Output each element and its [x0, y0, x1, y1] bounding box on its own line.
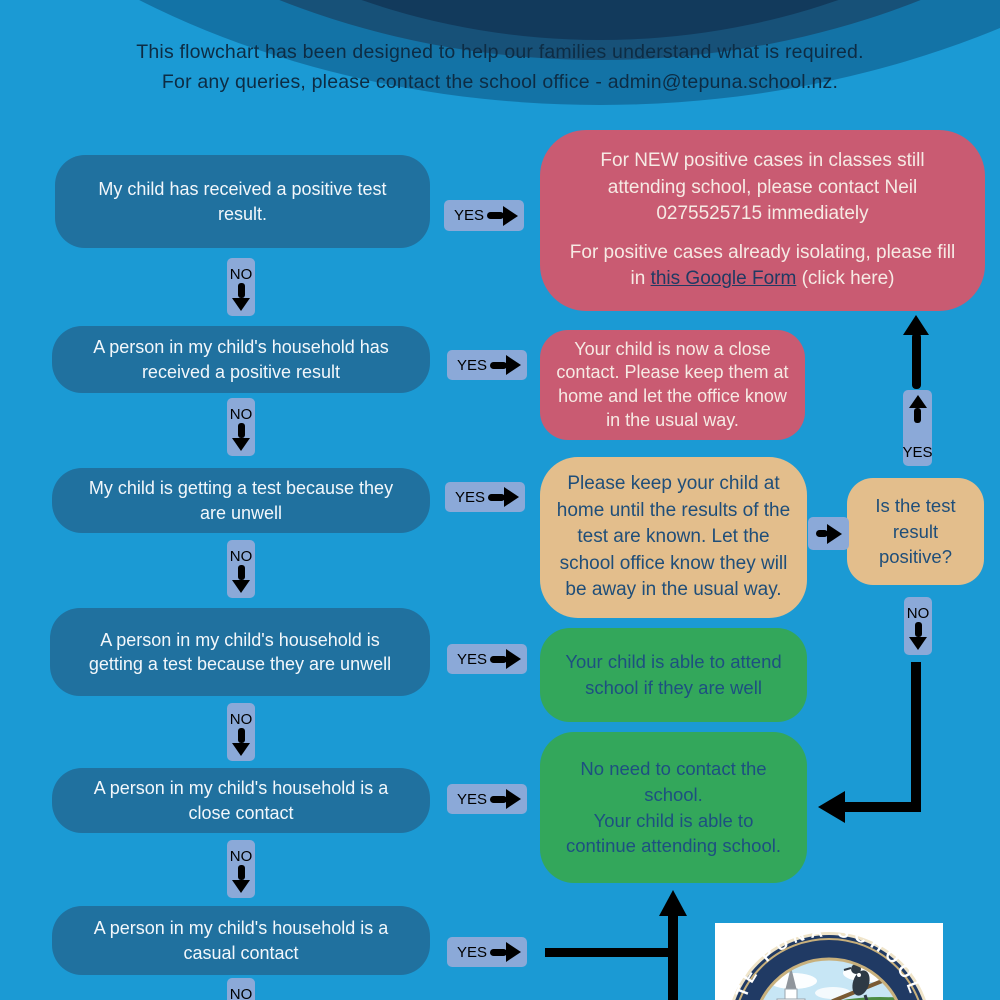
- intro-line-1: This flowchart has been designed to help…: [136, 41, 864, 63]
- te-puna-school-crest: TE PUNA SCHOOL: [715, 923, 943, 1000]
- yes-label: YES: [453, 207, 484, 224]
- isolating-text-suffix: (click here): [796, 268, 895, 290]
- yes-label: YES: [454, 488, 485, 506]
- isolating-instructions: For positive cases already isolating, pl…: [568, 240, 957, 292]
- arrow-down-icon: [232, 422, 250, 451]
- no-label: NO: [229, 847, 253, 865]
- test-question-text: Is the test result positive?: [875, 494, 956, 568]
- question-household-positive: A person in my child's household has rec…: [52, 326, 430, 393]
- arrow-right-icon: [490, 355, 521, 375]
- isolating-text-prefix: For positive cases already isolating, pl…: [569, 242, 956, 290]
- keep-home-text: Please keep your child at home until the…: [556, 473, 791, 601]
- header-arcs-decoration: [139, 0, 1000, 105]
- yes-label: YES: [456, 356, 487, 374]
- no-connector-6: NO: [227, 978, 255, 1000]
- connector-to-test-question: [808, 517, 849, 550]
- no-connector-3: NO: [227, 540, 255, 598]
- arrow-down-icon: [232, 727, 250, 756]
- intro-line-2: For any queries, please contact the scho…: [161, 71, 839, 93]
- arrow-right-icon: [490, 789, 521, 809]
- no-label: NO: [229, 985, 253, 1000]
- yes-label: YES: [456, 650, 487, 668]
- yes-label: YES: [902, 444, 933, 461]
- arrow-up-icon: [659, 890, 687, 916]
- no-need-contact-line2: Your child is able to continue attending…: [566, 809, 781, 857]
- arrow-right-icon: [815, 523, 842, 544]
- connector-line: [911, 662, 921, 812]
- arrow-down-icon: [232, 864, 250, 893]
- question-positive-result: My child has received a positive test re…: [55, 155, 430, 248]
- arrow-right-icon: [490, 942, 521, 962]
- yes-connector-1: YES: [444, 200, 524, 231]
- outcome-attend-if-well: Your child is able to attend school if t…: [540, 628, 807, 722]
- arrow-up-icon: [903, 315, 929, 335]
- question-text: A person in my child's household is a cl…: [93, 778, 389, 823]
- question-household-casual-contact: A person in my child's household is a ca…: [52, 906, 430, 975]
- arrow-left-icon: [818, 791, 845, 823]
- arrow-up-icon: [908, 395, 927, 423]
- connector-line: [668, 912, 678, 1000]
- no-label: NO: [229, 405, 253, 423]
- outcome-keep-home: Please keep your child at home until the…: [540, 457, 807, 618]
- question-text: My child is getting a test because they …: [88, 478, 394, 523]
- no-label: NO: [229, 265, 253, 283]
- connector-line: [843, 802, 921, 812]
- question-text: A person in my child's household is a ca…: [93, 918, 389, 963]
- question-household-close-contact: A person in my child's household is a cl…: [52, 768, 430, 833]
- arrow-right-icon: [487, 205, 518, 226]
- outcome-positive-case: For NEW positive cases in classes still …: [540, 130, 985, 311]
- question-text: A person in my child's household is gett…: [88, 629, 392, 674]
- outcome-close-contact: Your child is now a close contact. Pleas…: [540, 330, 805, 440]
- yes-connector-6: YES: [447, 937, 527, 967]
- question-household-getting-test: A person in my child's household is gett…: [50, 608, 430, 696]
- yes-label: YES: [456, 943, 487, 961]
- arrow-right-icon: [490, 649, 521, 669]
- yes-connector-4: YES: [447, 644, 527, 674]
- no-connector-5: NO: [227, 840, 255, 898]
- arrow-right-icon: [488, 487, 519, 507]
- arrow-down-icon: [909, 621, 927, 650]
- yes-connector-test-positive: YES: [902, 390, 933, 466]
- no-label: NO: [229, 710, 253, 728]
- yes-connector-2: YES: [447, 350, 527, 380]
- positive-case-instructions: For NEW positive cases in classes still …: [600, 150, 925, 224]
- question-child-getting-test: My child is getting a test because they …: [52, 468, 430, 533]
- close-contact-text: Your child is now a close contact. Pleas…: [556, 338, 789, 430]
- no-connector-test-negative: NO: [904, 597, 932, 655]
- decision-test-result-positive: Is the test result positive?: [847, 478, 984, 585]
- google-form-link[interactable]: this Google Form: [650, 268, 797, 290]
- arrow-down-icon: [232, 282, 250, 311]
- connector-line: [912, 333, 921, 389]
- arrow-down-icon: [232, 564, 250, 593]
- yes-connector-5: YES: [447, 784, 527, 814]
- tui-bird: [843, 964, 871, 1000]
- yes-label: YES: [456, 790, 487, 808]
- outcome-no-need-contact: No need to contact the school. Your chil…: [540, 732, 807, 883]
- no-connector-4: NO: [227, 703, 255, 761]
- question-text: A person in my child's household has rec…: [93, 337, 389, 382]
- church-spire: [785, 967, 797, 991]
- question-text: My child has received a positive test re…: [98, 179, 387, 224]
- no-label: NO: [229, 547, 253, 565]
- connector-line: [545, 948, 678, 957]
- no-connector-2: NO: [227, 398, 255, 456]
- yes-connector-3: YES: [445, 482, 525, 512]
- school-logo: TE PUNA SCHOOL: [715, 923, 943, 1000]
- no-label: NO: [906, 604, 930, 622]
- no-connector-1: NO: [227, 258, 255, 316]
- no-need-contact-line1: No need to contact the school.: [580, 757, 767, 805]
- attend-if-well-text: Your child is able to attend school if t…: [565, 651, 782, 698]
